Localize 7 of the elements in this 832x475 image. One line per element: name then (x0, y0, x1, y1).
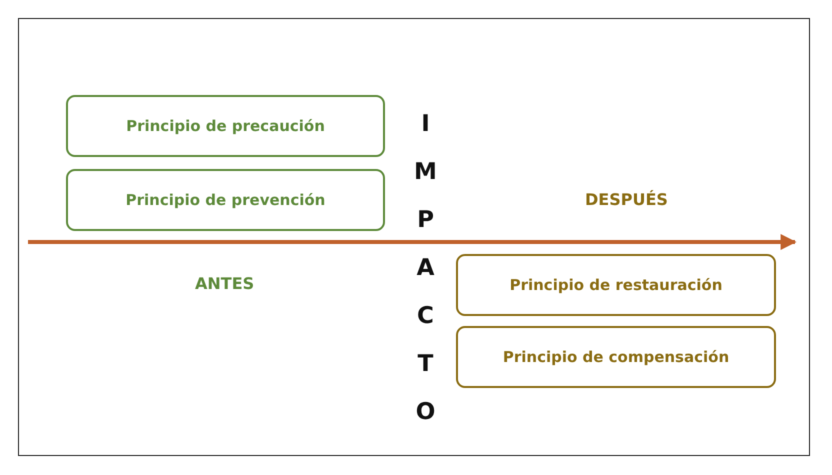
principle-box: Principio de compensación (456, 326, 776, 388)
principle-box: Principio de prevención (66, 169, 385, 231)
period-label: ANTES (195, 274, 254, 293)
period-label: DESPUÉS (585, 190, 668, 209)
vertical-heading: IMPACTO (414, 110, 437, 427)
principle-box: Principio de precaución (66, 95, 385, 157)
principle-box: Principio de restauración (456, 254, 776, 316)
